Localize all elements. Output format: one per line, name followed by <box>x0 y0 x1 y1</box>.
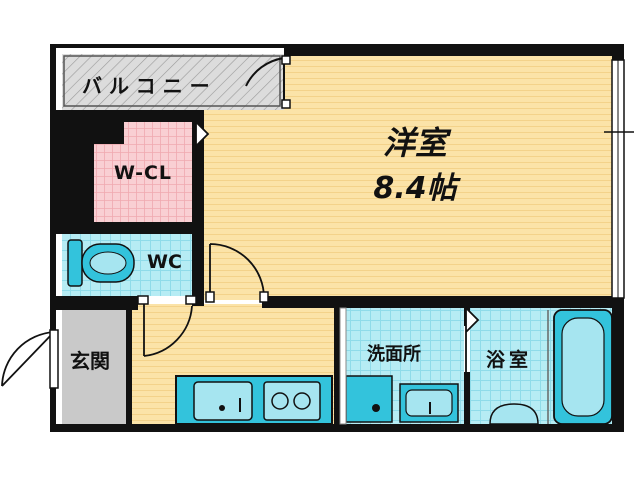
kitchen-door-swing <box>143 302 193 357</box>
kitchen-sink <box>193 381 253 421</box>
kitchen-door-jamb <box>137 295 149 305</box>
kitchen-door-jamb-2 <box>185 295 197 305</box>
closet-label: W-CL <box>114 162 173 184</box>
toilet-tank <box>67 239 83 287</box>
burner-right <box>293 392 311 410</box>
toilet-door-jamb-2 <box>259 291 269 303</box>
washroom-partition <box>339 307 347 425</box>
entrance-door-frame <box>49 329 59 389</box>
western-room-size: 8.4帖 <box>373 171 457 206</box>
entrance-door-swing <box>1 331 55 387</box>
walls <box>50 44 624 432</box>
washroom-label: 洗面所 <box>367 344 421 365</box>
balcony-door-leaf-bottom <box>281 99 291 109</box>
balcony-door-leaf <box>281 55 291 65</box>
entrance-label: 玄関 <box>70 349 110 373</box>
toilet-label: WC <box>147 251 182 273</box>
balcony-label: バルコニー <box>82 74 217 98</box>
balcony-rail <box>63 55 281 107</box>
western-room-label: 洋室 <box>382 124 447 162</box>
closet-door-icon <box>195 121 210 210</box>
stove-top <box>263 381 321 421</box>
sink-drain <box>219 405 225 411</box>
bathtub-inner <box>561 317 605 417</box>
washing-machine-drain <box>372 404 380 412</box>
bath-sink-icon <box>489 403 539 425</box>
toilet-door-jamb <box>205 291 215 303</box>
washroom-door <box>465 307 480 372</box>
toilet-door-swing <box>209 243 265 299</box>
washing-machine-pan <box>345 375 393 423</box>
entrance-floor <box>62 310 128 424</box>
bathroom-label: 浴室 <box>486 349 533 371</box>
toilet-seat <box>89 251 127 275</box>
burner-left <box>271 392 289 410</box>
